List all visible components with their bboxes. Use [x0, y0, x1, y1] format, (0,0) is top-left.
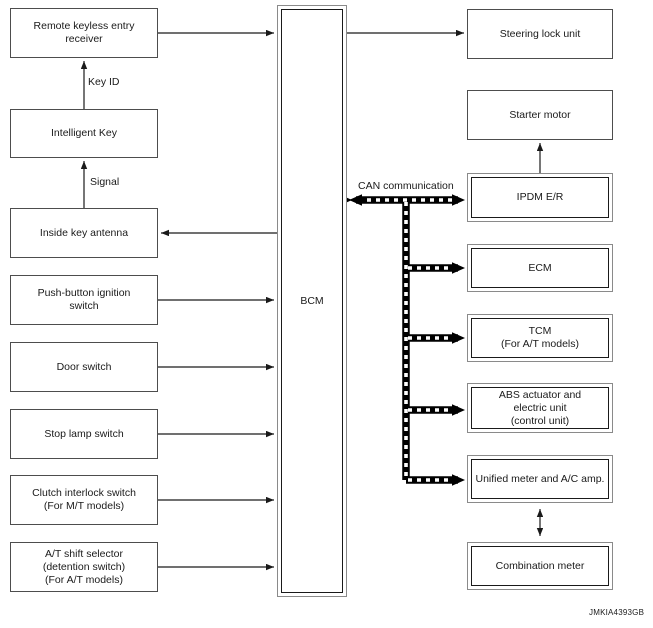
block-door-switch[interactable]: Door switch — [10, 342, 158, 392]
block-ipdm-er[interactable]: IPDM E/R — [467, 173, 613, 222]
block-inside-key-antenna[interactable]: Inside key antenna — [10, 208, 158, 258]
block-unified-meter-and-ac-amp[interactable]: Unified meter and A/C amp. — [467, 455, 613, 503]
block-intelligent-key[interactable]: Intelligent Key — [10, 109, 158, 158]
can-bus-lines — [342, 194, 465, 486]
can-arrowhead-abs — [452, 404, 465, 416]
block-abs-actuator-and-electric-unit[interactable]: ABS actuator and electric unit (control … — [467, 383, 613, 433]
block-stop-lamp-switch[interactable]: Stop lamp switch — [10, 409, 158, 459]
block-at-shift-selector[interactable]: A/T shift selector (detention switch) (F… — [10, 542, 158, 592]
figure-reference-code: JMKIA4393GB — [589, 608, 645, 617]
can-arrowhead-tcm — [452, 332, 465, 344]
can-arrowhead-ipdm — [452, 194, 465, 206]
can-arrowhead-bcm — [349, 194, 362, 206]
block-ipdm-er-label: IPDM E/R — [471, 177, 609, 218]
block-combination-meter-label: Combination meter — [471, 546, 609, 586]
block-ecm[interactable]: ECM — [467, 244, 613, 292]
can-arrowhead-ecm — [452, 262, 465, 274]
block-combination-meter[interactable]: Combination meter — [467, 542, 613, 590]
edge-label-key-id: Key ID — [86, 76, 122, 88]
block-abs-label: ABS actuator and electric unit (control … — [471, 387, 609, 429]
block-ecm-label: ECM — [471, 248, 609, 288]
block-bcm-label: BCM — [281, 9, 343, 593]
block-remote-keyless-entry-receiver[interactable]: Remote keyless entry receiver — [10, 8, 158, 58]
edge-label-signal: Signal — [88, 176, 122, 188]
block-tcm-label: TCM (For A/T models) — [471, 318, 609, 358]
block-tcm[interactable]: TCM (For A/T models) — [467, 314, 613, 362]
block-bcm[interactable]: BCM — [277, 5, 347, 597]
can-arrowhead-unified-meter — [452, 474, 465, 486]
edge-label-can-communication: CAN communication — [356, 180, 456, 192]
block-push-button-ignition-switch[interactable]: Push-button ignition switch — [10, 275, 158, 325]
block-steering-lock-unit[interactable]: Steering lock unit — [467, 9, 613, 59]
block-unified-meter-label: Unified meter and A/C amp. — [471, 459, 609, 499]
block-clutch-interlock-switch[interactable]: Clutch interlock switch (For M/T models) — [10, 475, 158, 525]
block-starter-motor[interactable]: Starter motor — [467, 90, 613, 140]
